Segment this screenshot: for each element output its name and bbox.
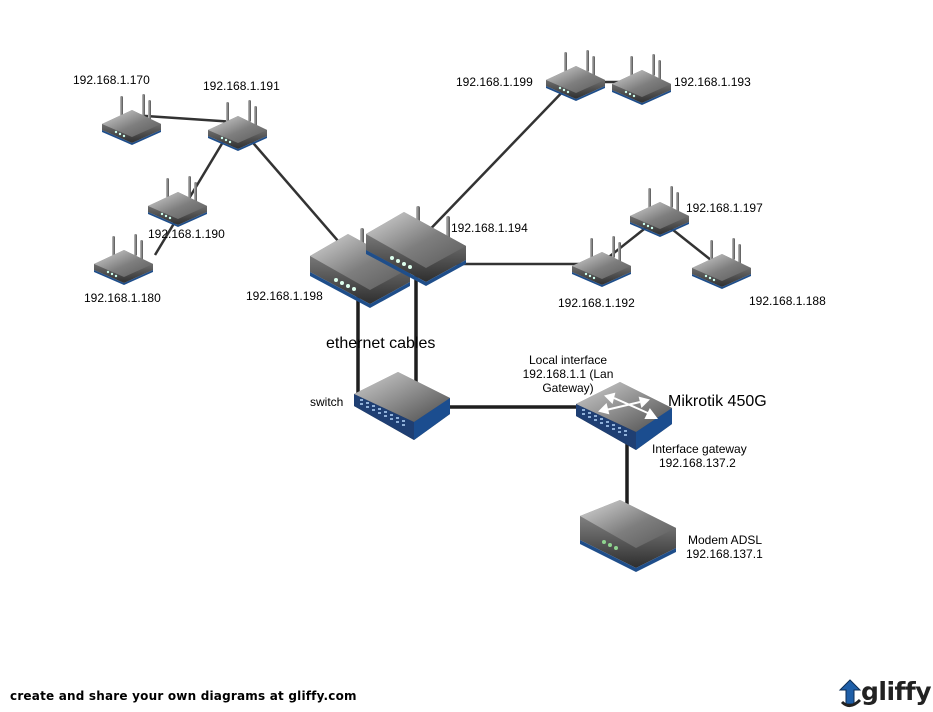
router-197-icon (630, 186, 689, 237)
label-ip-192: 192.168.1.192 (558, 296, 635, 310)
switch-icon (354, 372, 450, 440)
label-ip-188: 192.168.1.188 (749, 294, 826, 308)
label-ip-180: 192.168.1.180 (84, 291, 161, 305)
gliffy-logo-icon (838, 679, 862, 707)
label-ip-194: 192.168.1.194 (451, 221, 528, 235)
link-194-199 (415, 81, 573, 245)
router-192-icon (572, 236, 631, 287)
footer-promo-link[interactable]: create and share your own diagrams at gl… (10, 689, 357, 703)
label-local-interface-line2: 192.168.1.1 (Lan (522, 367, 614, 381)
router-180-icon (94, 234, 153, 285)
label-mikrotik: Mikrotik 450G (668, 393, 767, 410)
label-ip-198: 192.168.1.198 (246, 289, 323, 303)
label-local-interface: Local interface 192.168.1.1 (Lan Gateway… (515, 353, 621, 395)
label-local-interface-line3: Gateway) (542, 381, 594, 395)
label-ip-193: 192.168.1.193 (674, 75, 751, 89)
router-193-icon (612, 54, 671, 105)
label-switch: switch (310, 395, 344, 409)
router-191-icon (208, 100, 267, 151)
gliffy-logo-text: gliffy (861, 677, 932, 706)
label-ip-170: 192.168.1.170 (73, 73, 150, 87)
label-local-interface-line1: Local interface (528, 353, 608, 367)
label-interface-gateway-line2: 192.168.137.2 (659, 456, 736, 470)
gliffy-logo[interactable]: gliffy (838, 676, 932, 710)
router-188-icon (692, 238, 751, 289)
label-ip-197: 192.168.1.197 (686, 201, 763, 215)
router-199-icon (546, 50, 605, 101)
label-interface-gateway-line1: Interface gateway (652, 442, 747, 456)
router-170-icon (102, 94, 161, 145)
label-modem-line2: 192.168.137.1 (686, 547, 763, 561)
label-interface-gateway: Interface gateway 192.168.137.2 (652, 442, 747, 470)
label-modem-line1: Modem ADSL (688, 533, 763, 547)
label-ethernet-cables: ethernet cables (326, 335, 436, 352)
mikrotik-arrows-icon (598, 392, 658, 419)
label-ip-199: 192.168.1.199 (456, 75, 533, 89)
label-modem: Modem ADSL 192.168.137.1 (686, 533, 763, 561)
modem-icon (580, 500, 676, 572)
label-ip-191: 192.168.1.191 (203, 79, 280, 93)
label-ip-190: 192.168.1.190 (148, 227, 225, 241)
